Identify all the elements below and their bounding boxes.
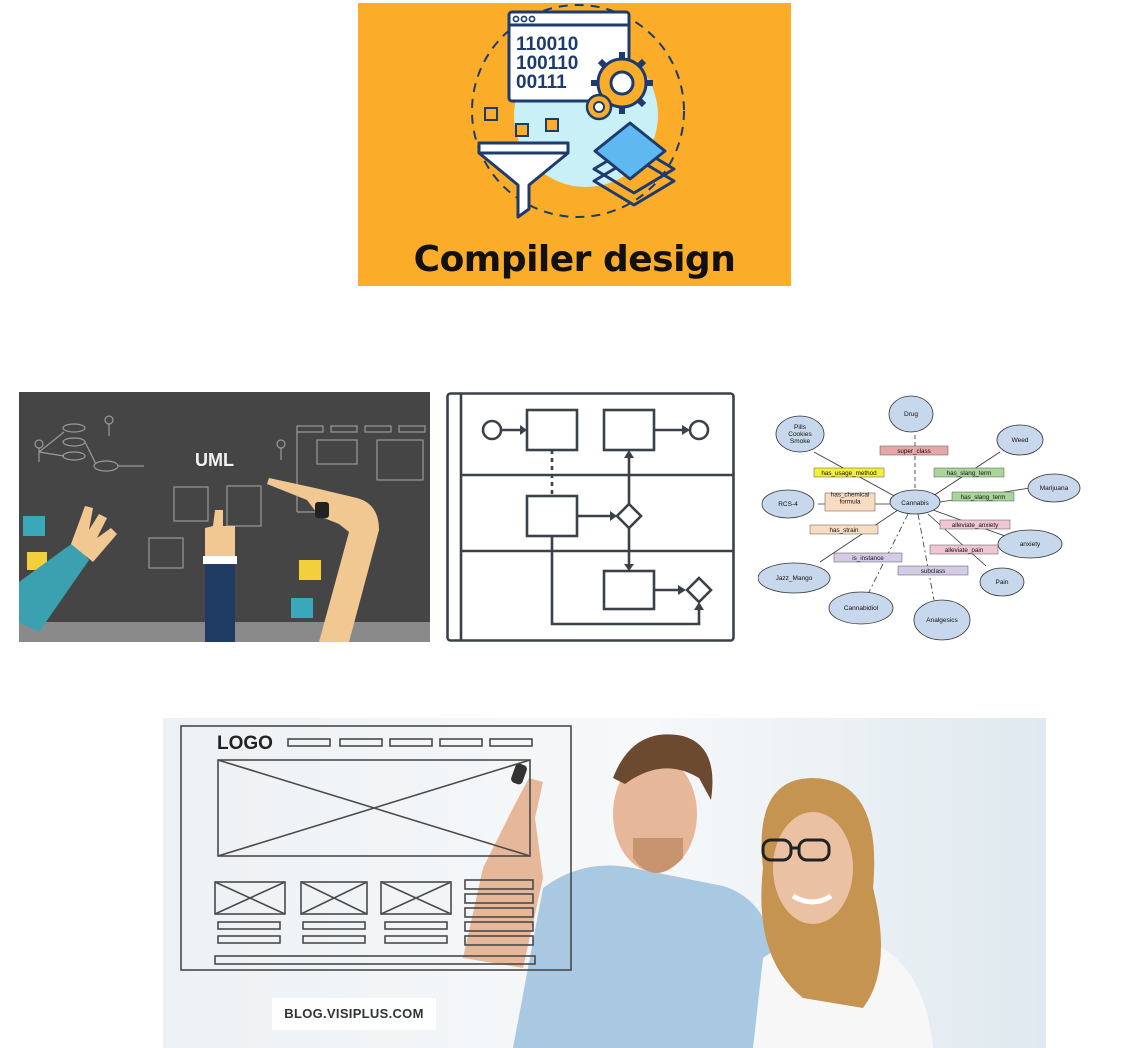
sticky-note (299, 560, 321, 580)
node (888, 395, 934, 433)
uml-card: UML (19, 392, 430, 642)
wireframe-sketch (180, 725, 572, 971)
small-gear-icon (585, 93, 613, 121)
watermark-label: BLOG.VISIPLUS.COM (272, 998, 436, 1030)
center-hand-icon (203, 510, 237, 642)
code-line-2: 100110 (516, 53, 578, 74)
node-label: Cannabidiol (844, 605, 879, 612)
uml-title: UML (195, 450, 234, 470)
relation-label: subclass (921, 568, 946, 575)
relation-label: alleviate_anxiety (952, 522, 999, 529)
node-label: Weed (1012, 437, 1029, 444)
process-box-icon (525, 494, 579, 538)
relation-label: has_slang_term (947, 470, 992, 477)
node-label: Pain (995, 579, 1008, 586)
left-hand-icon (19, 506, 117, 632)
process-box-icon (602, 569, 656, 611)
node (757, 562, 831, 594)
process-box-icon (525, 408, 579, 452)
process-box-icon (602, 408, 656, 452)
decision-diamond-icon (685, 576, 713, 604)
node-center (889, 489, 941, 515)
compiler-illustration: 110010 100110 00111 (471, 4, 685, 219)
relation-label: has_usage_method (821, 470, 877, 477)
code-line-1: 110010 (516, 34, 578, 55)
node (1027, 473, 1081, 503)
flowchart-illustration (446, 392, 735, 642)
node-label: Marijuana (1040, 485, 1069, 492)
man-figure (463, 734, 793, 1048)
node (761, 489, 815, 519)
node-label: Drug (904, 411, 918, 418)
wireframe-logo: LOGO (217, 733, 273, 754)
decision-diamond-icon (615, 502, 643, 530)
node (913, 599, 971, 641)
node-label: anxiety (1020, 541, 1041, 548)
wireframe-illustration: LOGO (163, 718, 1046, 1048)
sticky-note (291, 598, 313, 618)
sticky-note (23, 516, 45, 536)
relation-label: is_instance (852, 555, 884, 562)
node (828, 591, 894, 625)
relation-label: alleviate_pain (945, 547, 984, 554)
node-label: Analgesics (926, 617, 958, 624)
node-label: Cannabis (901, 500, 929, 507)
woman-figure (753, 778, 933, 1048)
relation-label: has_strain (829, 527, 859, 534)
start-circle-icon (481, 419, 503, 441)
node (979, 567, 1025, 597)
compiler-title: Compiler design (413, 239, 736, 280)
funnel-icon (477, 141, 570, 219)
node-label: RCS-4 (778, 501, 798, 508)
right-hand-icon (267, 478, 379, 642)
node-label: Jazz_Mango (776, 575, 813, 582)
node (775, 415, 825, 453)
layers-icon (592, 121, 676, 207)
relation-label: has_slang_term (961, 494, 1006, 501)
flowchart-card (446, 392, 735, 642)
swimlane-frame (446, 392, 735, 642)
node (996, 424, 1044, 456)
relation-label: super_class (897, 448, 931, 455)
code-line-3: 00111 (516, 72, 567, 93)
compiler-design-card: 110010 100110 00111 (358, 3, 791, 286)
node (997, 529, 1063, 559)
uml-illustration: UML (19, 392, 430, 642)
wireframe-photo-card: LOGO BLOG.VISIPLUS.COM (163, 718, 1046, 1048)
end-circle-icon (688, 419, 710, 441)
gear-icon (591, 52, 653, 114)
